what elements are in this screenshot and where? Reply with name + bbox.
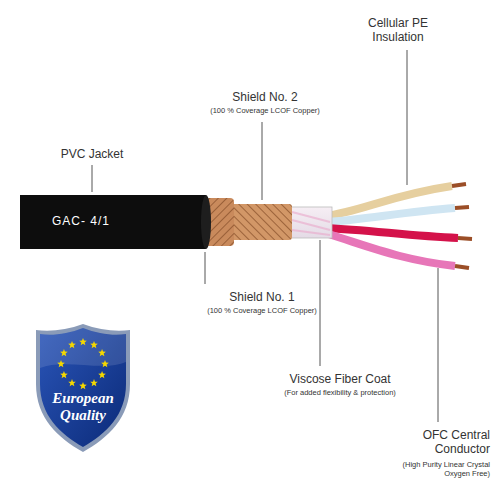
part-label: PVC Jacket — [42, 147, 142, 161]
viscose-coat — [290, 207, 332, 238]
quality-badge: European Quality — [34, 322, 132, 454]
part-note: (For added flexibility & protection) — [245, 388, 435, 397]
badge-shield — [34, 322, 132, 454]
pvc-jacket — [20, 195, 206, 249]
badge-text: European Quality — [44, 390, 122, 423]
wires — [325, 184, 472, 268]
part-note: (100 % Coverage LCOF Copper) — [192, 306, 332, 315]
shield-2 — [230, 204, 292, 240]
part-label: OFC Central Conductor — [366, 428, 490, 457]
part-label: Cellular PE Insulation — [353, 16, 443, 45]
part-note: (High Purity Linear Crystal Oxygen Free) — [386, 460, 490, 478]
part-label: Viscose Fiber Coat — [255, 372, 425, 386]
cable-marking: GAC- 4/1 — [52, 214, 162, 228]
part-note: (100 % Coverage LCOF Copper) — [190, 106, 340, 115]
part-label: Shield No. 1 — [192, 290, 332, 304]
part-label: Shield No. 2 — [190, 90, 340, 104]
